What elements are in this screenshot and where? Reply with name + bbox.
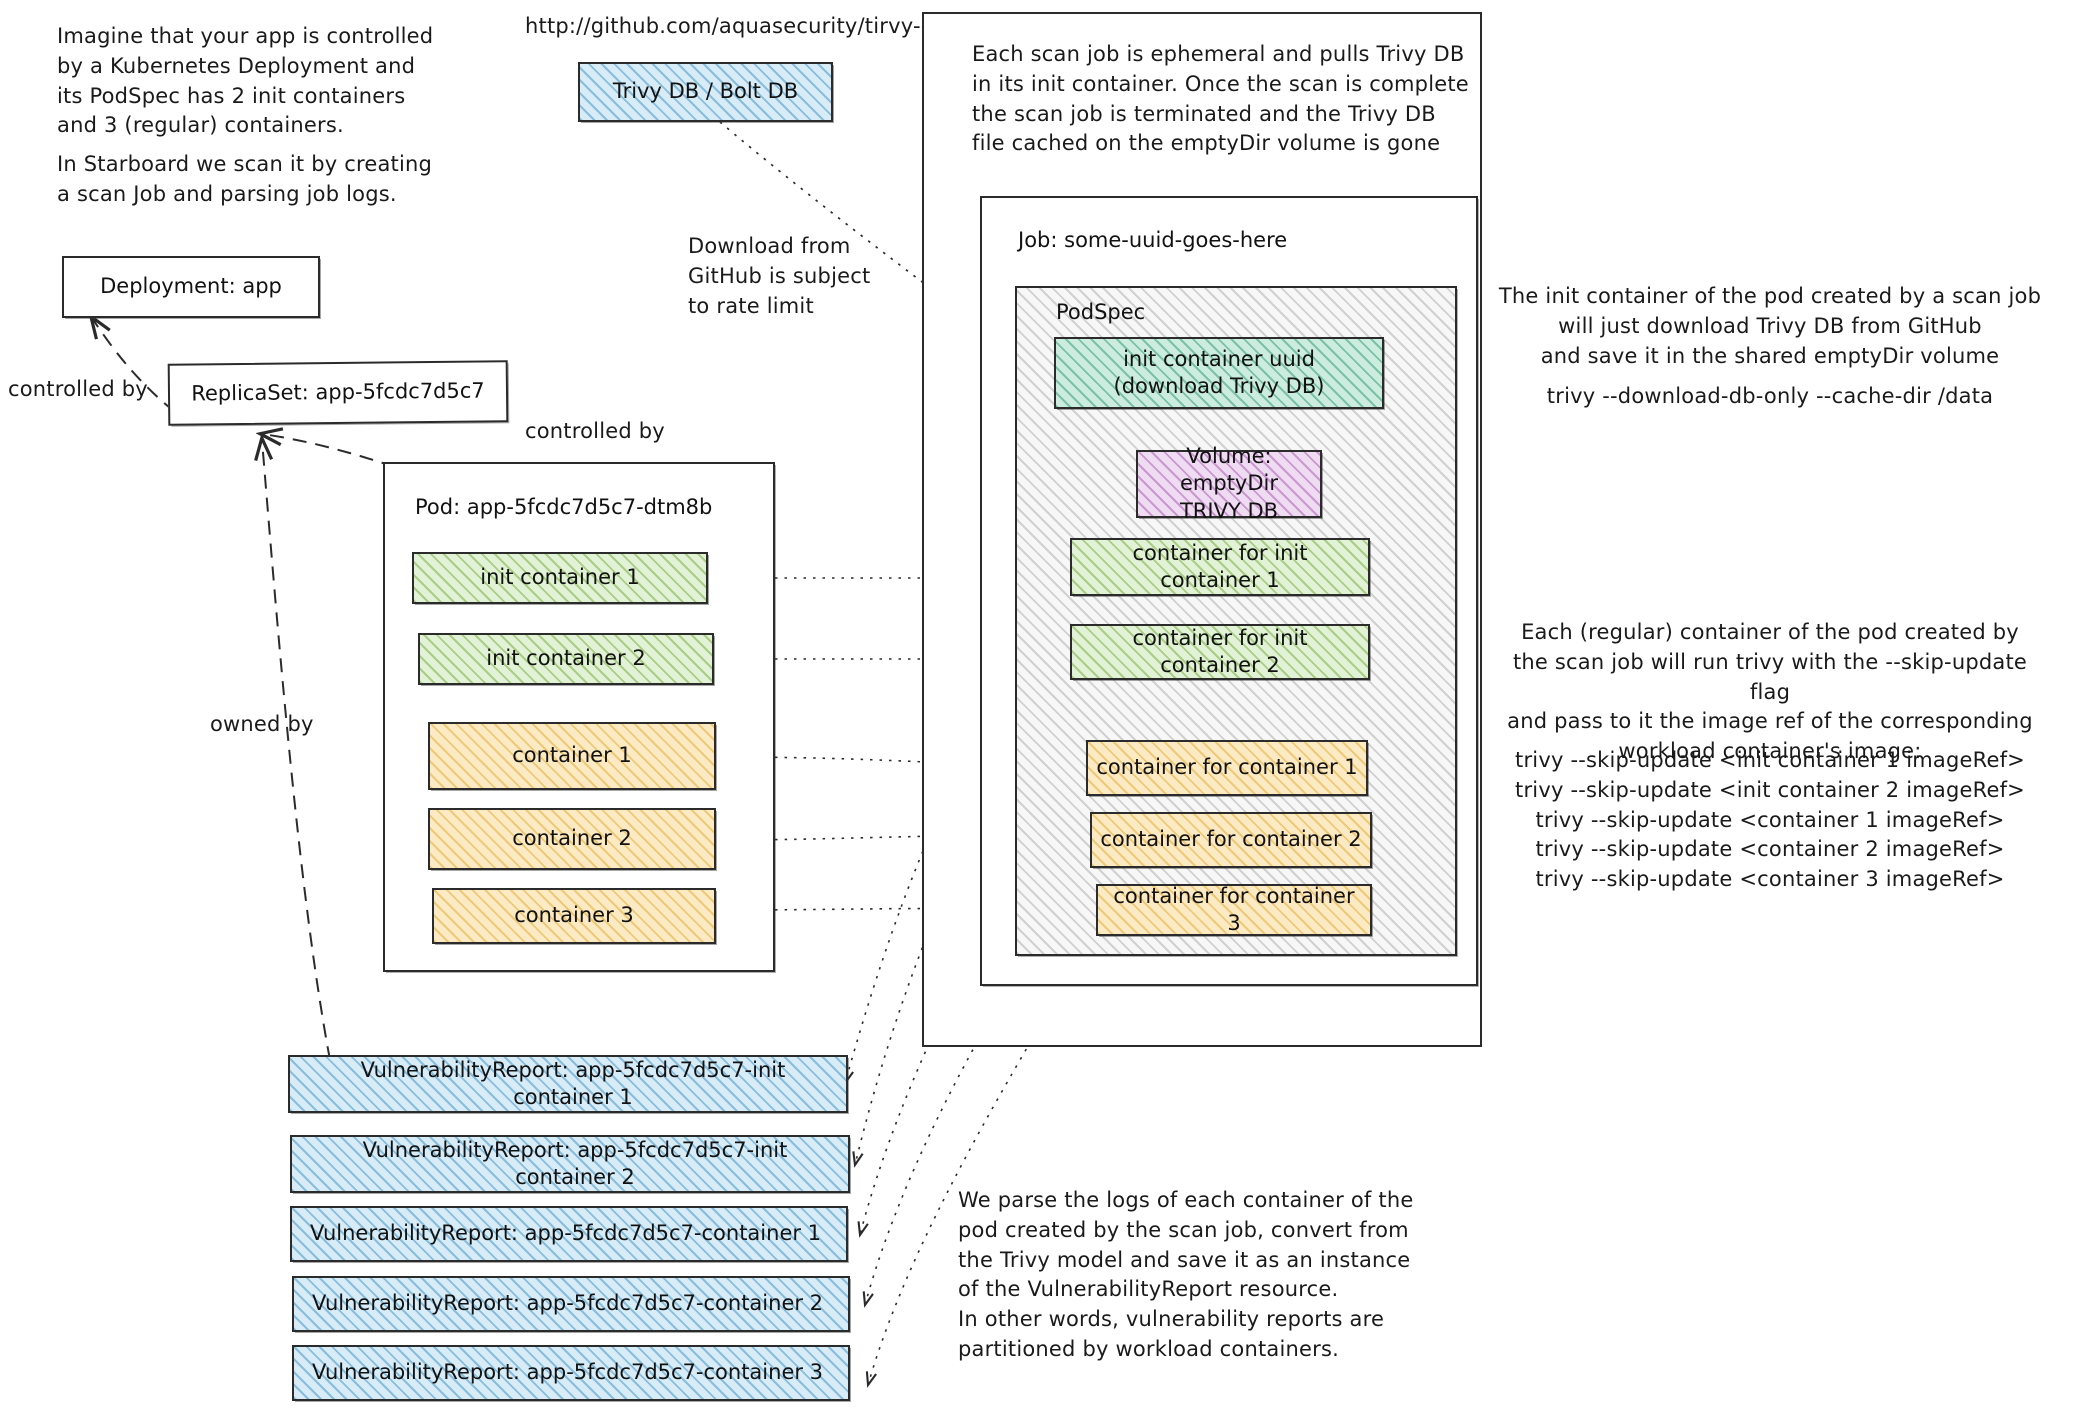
trivy-db-box[interactable]: Trivy DB / Bolt DB (578, 62, 833, 122)
job-container-label: container for container 3 (1113, 883, 1355, 935)
edge-label-owned-by: owned by (210, 712, 314, 736)
vulnerability-report-1[interactable]: VulnerabilityReport: app-5fcdc7d5c7-init… (288, 1055, 848, 1113)
pod-container-regular-3[interactable]: container 3 (432, 888, 716, 944)
replicaset-box[interactable]: ReplicaSet: app-5fcdc7d5c7 (167, 360, 509, 426)
job-init-container-uuid[interactable]: init container uuid (download Trivy DB) (1054, 337, 1384, 409)
job-init-container-line1: init container uuid (1123, 346, 1315, 371)
vulnerability-report-label: VulnerabilityReport: app-5fcdc7d5c7-cont… (310, 1221, 822, 1246)
trivy-db-label: Trivy DB / Bolt DB (612, 79, 799, 104)
job-title: Job: some-uuid-goes-here (1018, 228, 1288, 252)
vulnerability-report-label: VulnerabilityReport: app-5fcdc7d5c7-cont… (312, 1360, 824, 1385)
vulnerability-report-4[interactable]: VulnerabilityReport: app-5fcdc7d5c7-cont… (292, 1276, 850, 1332)
pod-box[interactable] (383, 462, 775, 972)
pod-container-label: container 1 (512, 743, 632, 768)
vulnerability-report-3[interactable]: VulnerabilityReport: app-5fcdc7d5c7-cont… (290, 1206, 848, 1262)
note-init-container: The init container of the pod created by… (1498, 284, 2042, 368)
pod-container-init-2[interactable]: init container 2 (418, 633, 714, 685)
vulnerability-report-2[interactable]: VulnerabilityReport: app-5fcdc7d5c7-init… (290, 1135, 850, 1193)
note-regular-container-cmds: trivy --skip-update <init container 1 im… (1515, 748, 2025, 892)
vulnerability-report-5[interactable]: VulnerabilityReport: app-5fcdc7d5c7-cont… (292, 1345, 850, 1401)
vulnerability-report-label: VulnerabilityReport: app-5fcdc7d5c7-init… (362, 1137, 788, 1189)
trivy-db-url: http://github.com/aquasecurity/tirvy-db (525, 14, 948, 38)
volume-emptydir-box[interactable]: Volume: emptyDir TRIVY DB (1136, 444, 1322, 523)
note-rate-limit: Download from GitHub is subject to rate … (688, 234, 871, 318)
note-regular-container: Each (regular) container of the pod crea… (1507, 620, 2033, 764)
job-container-regular-2[interactable]: container for container 2 (1090, 812, 1372, 868)
note-init-container-cmd: trivy --download-db-only --cache-dir /da… (1546, 384, 1994, 408)
volume-line1: Volume: emptyDir (1179, 444, 1278, 496)
note-intro-2: In Starboard we scan it by creating a sc… (57, 152, 433, 206)
deployment-box[interactable]: Deployment: app (62, 256, 320, 318)
edge-label-controlled-by-replicaset: controlled by (525, 419, 665, 443)
job-container-regular-1[interactable]: container for container 1 (1086, 740, 1368, 796)
note-intro: Imagine that your app is controlled by a… (57, 24, 434, 138)
note-parse-logs: We parse the logs of each container of t… (958, 1188, 1414, 1362)
note-ephemeral: Each scan job is ephemeral and pulls Tri… (972, 42, 1469, 156)
volume-line2: TRIVY DB (1179, 498, 1279, 523)
job-init-container-line2: (download Trivy DB) (1113, 374, 1325, 398)
pod-container-init-1[interactable]: init container 1 (412, 552, 708, 604)
pod-container-label: init container 1 (480, 565, 640, 590)
pod-container-label: container 3 (514, 903, 634, 928)
vulnerability-report-label: VulnerabilityReport: app-5fcdc7d5c7-init… (360, 1057, 786, 1109)
pod-container-label: init container 2 (486, 646, 646, 671)
pod-container-regular-1[interactable]: container 1 (428, 722, 716, 790)
pod-container-label: container 2 (512, 826, 632, 851)
job-container-label: container for init container 1 (1132, 540, 1308, 592)
job-container-label: container for container 1 (1096, 755, 1358, 780)
podspec-title: PodSpec (1056, 300, 1146, 324)
replicaset-label: ReplicaSet: app-5fcdc7d5c7 (191, 378, 485, 406)
edge-label-controlled-by-deployment: controlled by (8, 377, 148, 401)
pod-title: Pod: app-5fcdc7d5c7-dtm8b (415, 495, 713, 519)
job-container-init-2[interactable]: container for init container 2 (1070, 624, 1370, 680)
pod-container-regular-2[interactable]: container 2 (428, 808, 716, 870)
job-container-label: container for container 2 (1100, 827, 1362, 852)
vulnerability-report-label: VulnerabilityReport: app-5fcdc7d5c7-cont… (312, 1291, 824, 1316)
deployment-label: Deployment: app (100, 274, 282, 299)
job-container-init-1[interactable]: container for init container 1 (1070, 538, 1370, 596)
job-container-regular-3[interactable]: container for container 3 (1096, 884, 1372, 936)
job-container-label: container for init container 2 (1132, 625, 1308, 677)
